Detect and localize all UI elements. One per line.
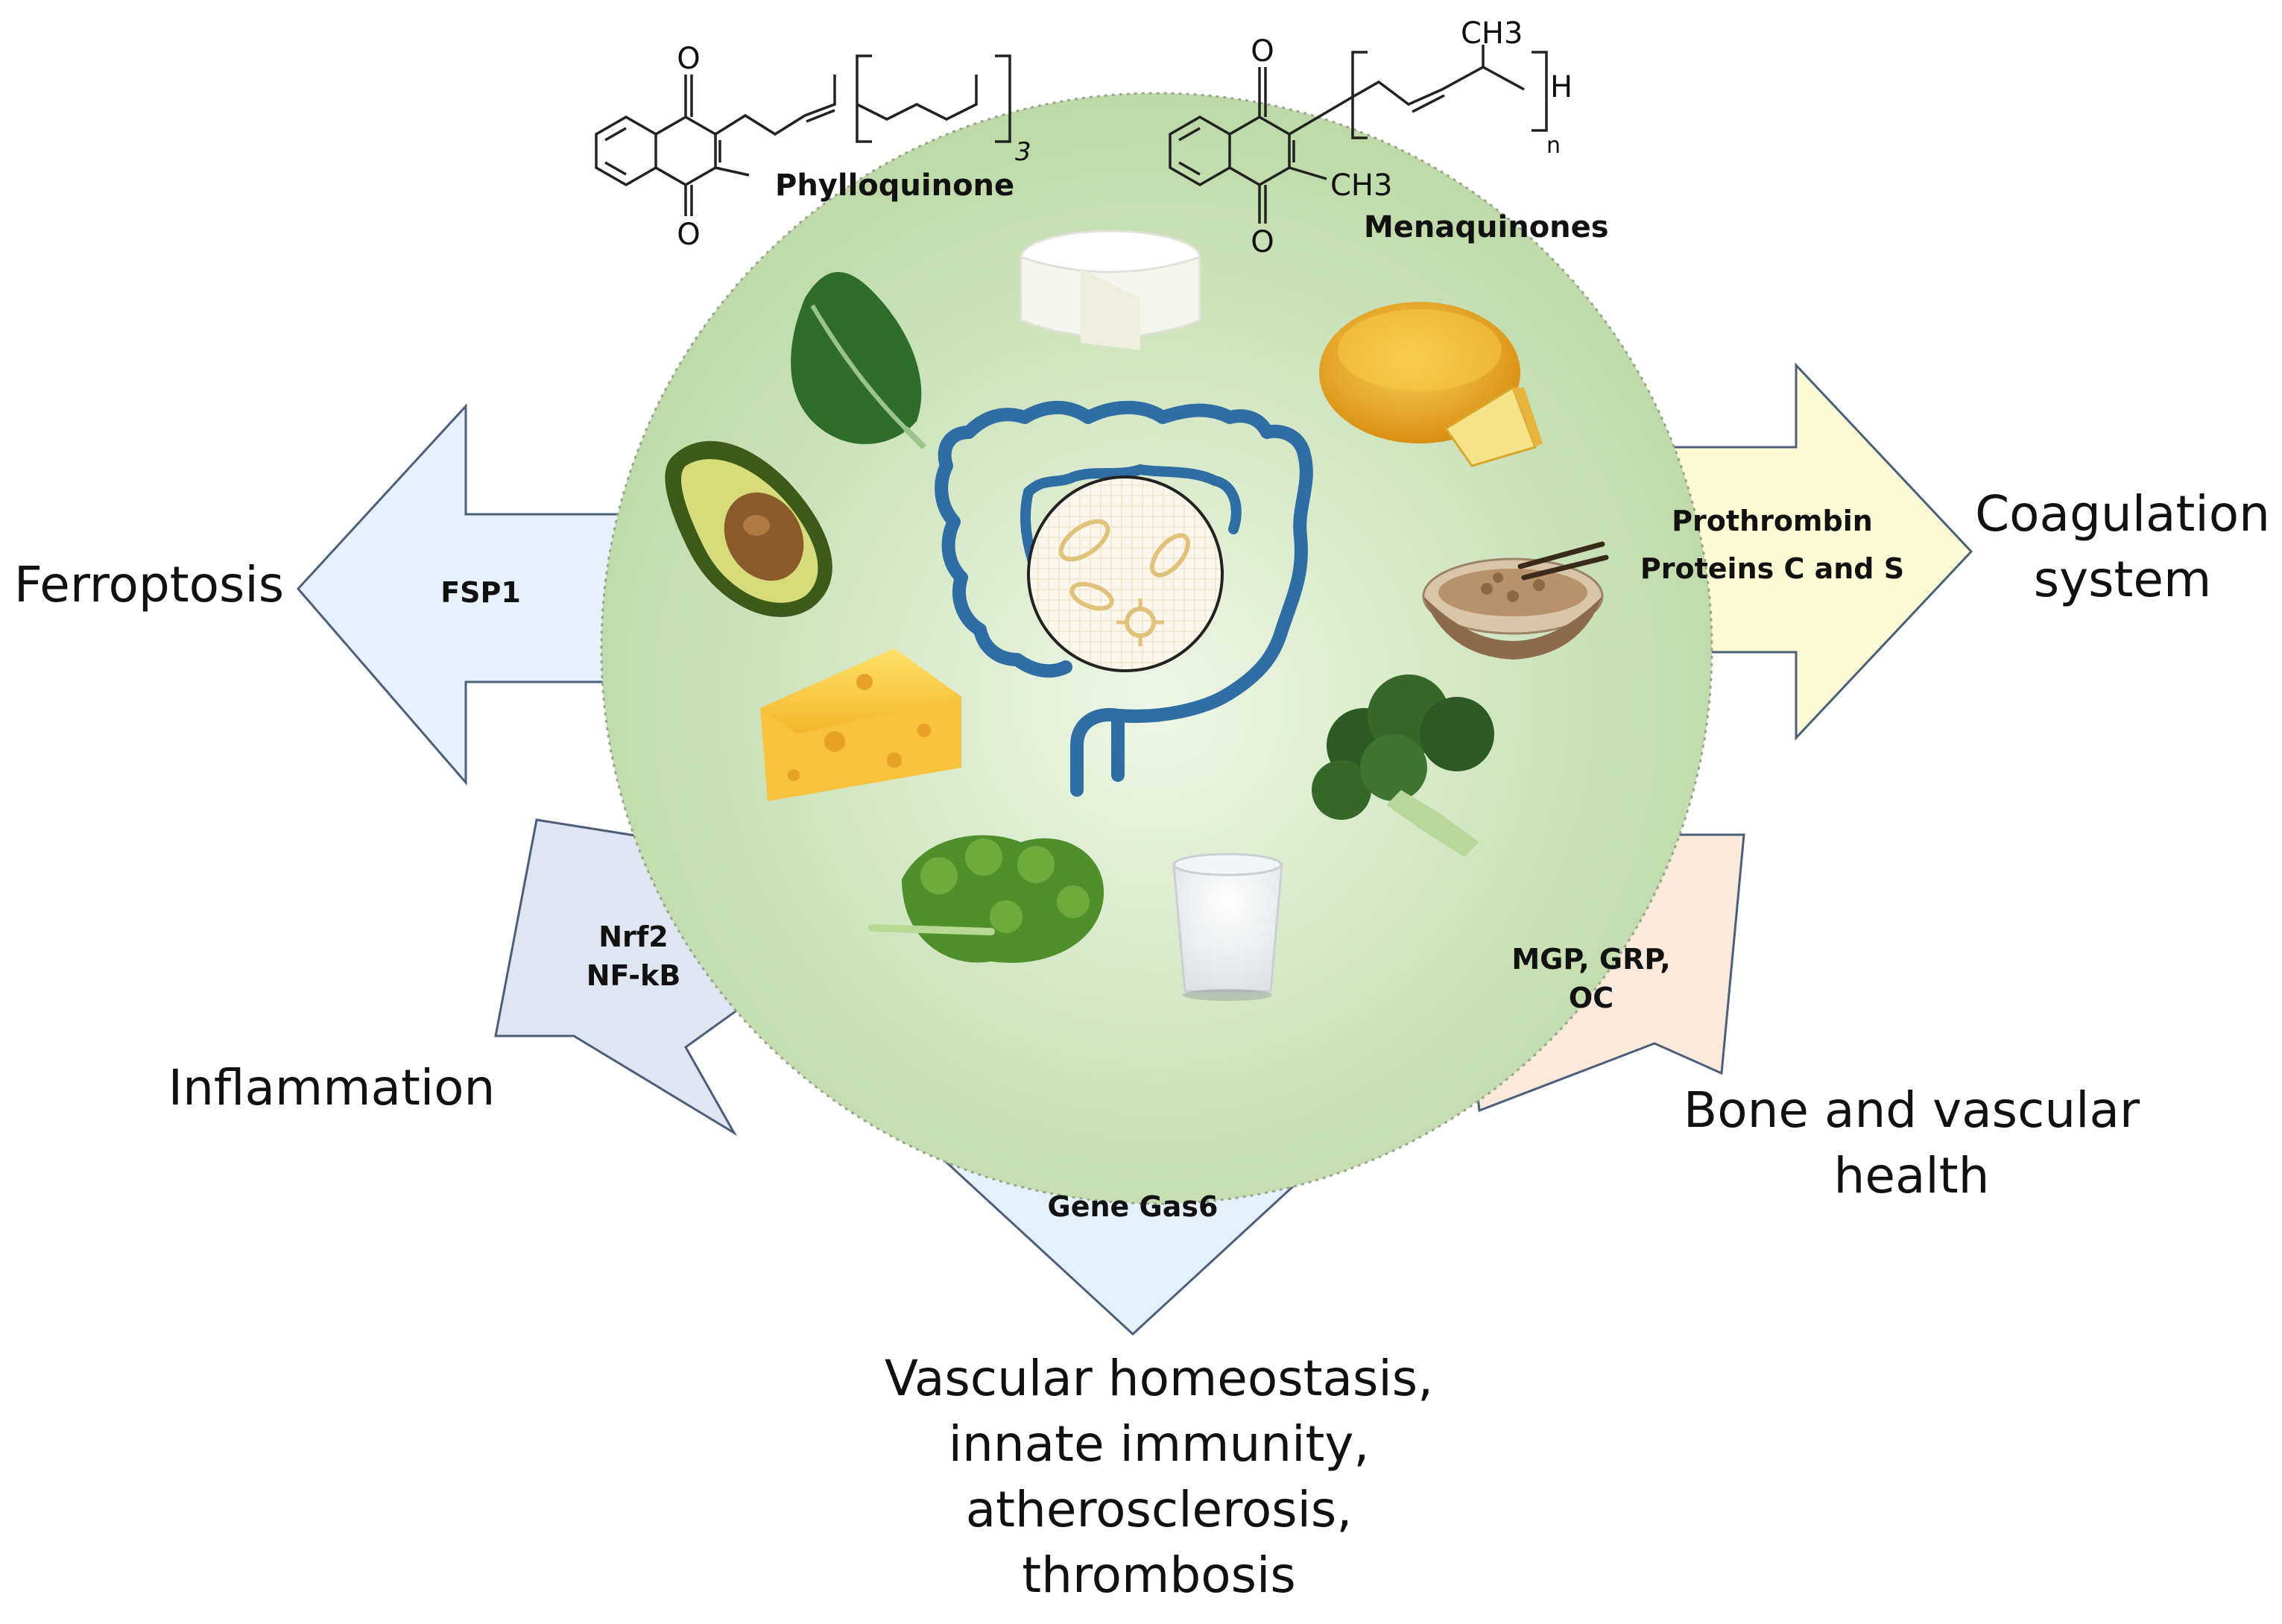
gas6-mediator: Gene Gas6 <box>1048 1190 1219 1223</box>
phylloquinone-oxygen-top: O <box>677 42 700 76</box>
o-ferro-line-0: Ferroptosis <box>14 556 284 613</box>
phylloquinone-structure <box>595 54 1011 216</box>
m-inflam-line-0: Nrf2 <box>598 920 669 953</box>
o-inflam-line-0: Inflammation <box>168 1059 496 1116</box>
fresh-cheese-icon <box>1020 230 1201 350</box>
avocado-icon <box>665 440 832 617</box>
broccoli-icon <box>1312 674 1494 857</box>
m-bone-line-0: MGP, GRP, <box>1511 943 1670 976</box>
swiss-cheese-icon <box>760 648 961 801</box>
o-gas6-line-0: Vascular homeostasis, <box>885 1350 1433 1407</box>
kale-icon <box>868 835 1104 963</box>
intestine-icon <box>935 400 1313 797</box>
phylloquinone-label: Phylloquinone <box>775 168 1014 203</box>
m-coag-line-0: Prothrombin <box>1672 505 1873 537</box>
o-gas6-line-2: atherosclerosis, <box>966 1481 1353 1538</box>
m-bone-line-1: OC <box>1569 982 1613 1014</box>
o-gas6-line-3: thrombosis <box>1022 1546 1295 1604</box>
aged-cheese-icon <box>1319 302 1543 467</box>
menaquinone-repeat-subscript: n <box>1546 133 1561 159</box>
menaquinone-methyl-chain: CH3 <box>1461 16 1523 51</box>
m-coag-line-1: Proteins C and S <box>1640 552 1904 585</box>
menaquinone-label: Menaquinones <box>1364 210 1609 244</box>
milk-glass-icon <box>1172 853 1283 1001</box>
o-bone-line-1: health <box>1834 1147 1990 1204</box>
o-coag-line-1: system <box>2034 551 2212 608</box>
o-gas6-line-1: innate immunity, <box>949 1415 1370 1473</box>
bone-outcome: Bone and vascular health <box>1684 1081 2140 1204</box>
leafy-green-icon <box>791 272 926 449</box>
gut-microbiota-icon <box>1027 475 1224 672</box>
gas6-outcome: Vascular homeostasis, innate immunity, ath… <box>885 1350 1433 1604</box>
m-inflam-line-1: NF-kB <box>587 959 681 992</box>
menaquinone-oxygen-bottom: O <box>1251 225 1274 259</box>
inflammation-outcome: Inflammation <box>168 1059 496 1116</box>
menaquinone-structure <box>1169 45 1548 224</box>
menaquinone-oxygen-top: O <box>1251 34 1274 69</box>
phylloquinone-oxygen-bottom: O <box>677 218 700 252</box>
coagulation-outcome: Coagulation system <box>1975 485 2270 608</box>
m-ferro-line-0: FSP1 <box>440 576 521 609</box>
menaquinone-end-group: H <box>1550 70 1573 104</box>
intestine-inner-loop <box>1020 464 1242 587</box>
o-coag-line-0: Coagulation <box>1975 485 2270 543</box>
menaquinone-methyl-ring: CH3 <box>1330 168 1392 203</box>
bone-mediator: MGP, GRP, OC <box>1511 943 1670 1014</box>
o-bone-line-0: Bone and vascular <box>1684 1081 2140 1139</box>
m-gas6-line-0: Gene Gas6 <box>1048 1190 1219 1223</box>
ferroptosis-mediator: FSP1 <box>440 576 521 609</box>
ferroptosis-outcome: Ferroptosis <box>14 556 284 613</box>
phylloquinone-repeat-subscript: 3 <box>1015 137 1031 167</box>
natto-icon <box>1422 541 1609 660</box>
